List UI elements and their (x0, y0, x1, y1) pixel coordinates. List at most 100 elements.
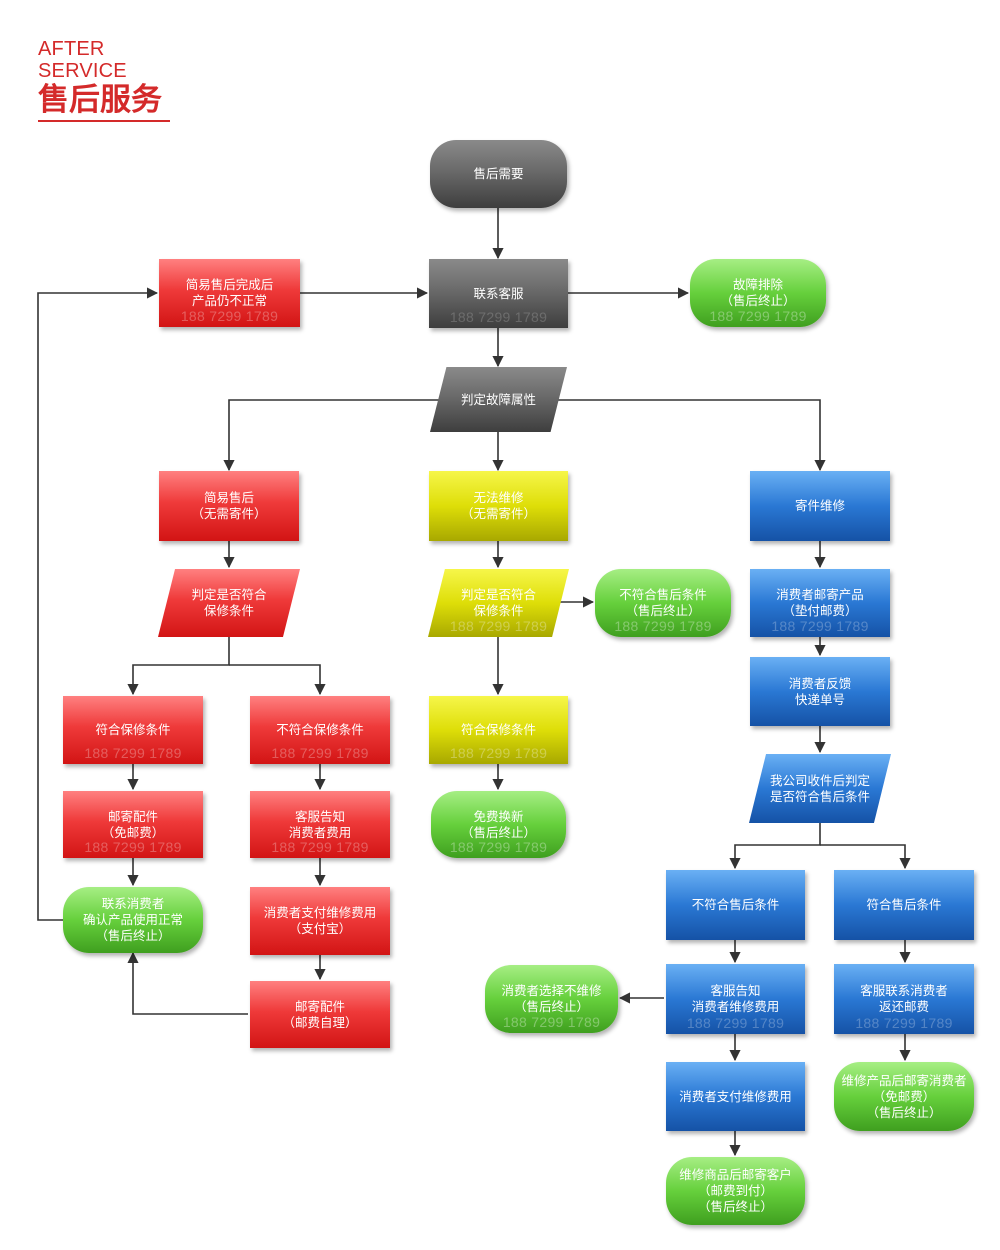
node-label: 我公司收件后判定 (769, 772, 870, 788)
node-label: 保修条件 (203, 603, 254, 618)
node-label: 保修条件 (473, 603, 524, 618)
node-label: （邮费到付） (697, 1183, 773, 1198)
node-label: 产品仍不正常 (191, 293, 267, 308)
phone-watermark: 188 7299 1789 (686, 1015, 785, 1031)
edge-mailself-confirm (127, 951, 248, 1015)
node-label: （支付宝） (288, 921, 352, 936)
node-pay-alipay: 消费者支付维修费用（支付宝） (250, 887, 390, 955)
node-label: 维修商品后邮寄客户 (679, 1167, 792, 1182)
node-label: 不符合保修条件 (276, 722, 364, 737)
node-label: 消费者支付维修费用 (679, 1088, 792, 1104)
phone-watermark: 188 7299 1789 (614, 618, 712, 634)
node-label: 维修产品后邮寄消费者 (841, 1072, 967, 1088)
node-label: （售后终止） (460, 824, 536, 840)
node-pay-right: 消费者支付维修费用 (666, 1062, 805, 1131)
node-judge-fault: 判定故障属性 (430, 367, 567, 432)
node-label: 消费者支付维修费用 (263, 905, 377, 920)
node-label: 不符合售后条件 (691, 897, 780, 912)
phone-watermark: 188 7299 1789 (855, 1015, 953, 1031)
node-mail-parts-self: 邮寄配件（邮费自理） (250, 981, 390, 1048)
node-mail-parts-free: 邮寄配件（免邮费） 188 7299 1789 (63, 791, 203, 858)
node-label: 符合保修条件 (460, 722, 536, 737)
edge-judge-split-left (223, 399, 440, 472)
node-label: 寄件维修 (794, 498, 845, 513)
node-label: 消费者邮寄产品 (776, 587, 864, 602)
node-label: （垫付邮费） (782, 603, 858, 618)
node-label: 返还邮费 (878, 999, 929, 1014)
node-meet-left: 符合保修条件 188 7299 1789 (63, 696, 203, 764)
node-notify-fee-right: 客服告知消费者维修费用 188 7299 1789 (666, 964, 805, 1034)
node-after-sale-need: 售后需要 (430, 140, 567, 208)
node-label: 快递单号 (794, 691, 845, 707)
node-label: （无需寄件） (191, 506, 267, 521)
node-judge-warranty-mid: 判定是否符合保修条件 188 7299 1789 (428, 569, 569, 637)
node-label: 简易售后完成后 (185, 277, 274, 292)
phone-watermark: 188 7299 1789 (771, 618, 869, 634)
node-label: 售后需要 (473, 166, 524, 181)
node-not-meet-right: 不符合售后条件 (666, 870, 805, 940)
phone-watermark: 188 7299 1789 (449, 309, 548, 325)
node-feedback: 消费者反馈快递单号 (750, 657, 890, 726)
node-label: 消费者反馈 (788, 675, 852, 691)
node-label: （售后终止） (866, 1104, 942, 1120)
node-label: 消费者选择不维修 (501, 983, 602, 998)
edge-judge-split-right (555, 399, 826, 472)
edge-judger-split-l (729, 823, 821, 870)
node-label: （售后终止） (720, 293, 796, 308)
node-no-repair: 消费者选择不维修（售后终止） 188 7299 1789 (485, 965, 618, 1033)
node-label: 邮寄配件 (294, 998, 345, 1014)
node-label: 免费换新 (473, 808, 524, 824)
node-label: （免邮费） (872, 1088, 936, 1104)
node-label: 判定是否符合 (191, 587, 267, 602)
header: AFTER SERVICE 售后服务 (38, 38, 170, 122)
node-label: （售后终止） (95, 928, 171, 943)
node-label: 消费者维修费用 (691, 999, 780, 1014)
phone-watermark: 188 7299 1789 (84, 839, 182, 855)
node-label: 无法维修 (473, 490, 524, 505)
phone-watermark: 188 7299 1789 (180, 308, 279, 324)
node-label: 确认产品使用正常 (82, 912, 183, 927)
phone-watermark: 188 7299 1789 (449, 745, 548, 761)
node-label: 联系消费者 (101, 896, 165, 911)
node-judge-warranty-left: 判定是否符合保修条件 (158, 569, 300, 637)
node-judge-right: 我公司收件后判定是否符合售后条件 (749, 754, 891, 823)
node-label: （售后终止） (625, 603, 701, 618)
phone-watermark: 188 7299 1789 (502, 1014, 601, 1030)
edge-judgel-split-r (229, 664, 326, 696)
phone-watermark: 188 7299 1789 (709, 308, 807, 324)
node-label: 邮寄配件 (107, 808, 158, 824)
node-label: 符合售后条件 (866, 897, 942, 912)
node-return-fee: 客服联系消费者返还邮费 188 7299 1789 (834, 964, 974, 1034)
node-simple-fail: 简易售后完成后产品仍不正常 188 7299 1789 (159, 259, 300, 327)
node-contact-service: 联系客服 188 7299 1789 (429, 259, 568, 328)
node-label: 判定是否符合 (460, 587, 536, 602)
edge-confirm-loop (37, 287, 159, 921)
phone-watermark: 188 7299 1789 (271, 745, 369, 761)
header-chinese-title: 售后服务 (38, 82, 170, 122)
node-label: 是否符合售后条件 (769, 788, 870, 804)
node-label: 客服联系消费者 (860, 983, 948, 998)
phone-watermark: 188 7299 1789 (449, 839, 548, 855)
node-label: （邮费自理） (282, 1014, 358, 1030)
node-label: 客服告知 (710, 983, 761, 998)
node-confirm-normal: 联系消费者确认产品使用正常（售后终止） (63, 887, 203, 953)
node-free-swap: 免费换新（售后终止） 188 7299 1789 (431, 791, 566, 858)
header-english-title: AFTER SERVICE (38, 38, 127, 82)
node-after-repair-free: 维修产品后邮寄消费者（免邮费）（售后终止） (834, 1062, 974, 1131)
node-meet-mid: 符合保修条件 188 7299 1789 (429, 696, 568, 764)
node-meet-right: 符合售后条件 (834, 870, 974, 940)
node-label: 符合保修条件 (95, 722, 171, 737)
node-consumer-mail: 消费者邮寄产品（垫付邮费） 188 7299 1789 (750, 569, 890, 637)
phone-watermark: 188 7299 1789 (84, 745, 182, 761)
edge-judgel-split (127, 637, 230, 696)
node-label: （无需寄件） (460, 506, 536, 521)
node-label: （售后终止） (513, 999, 589, 1014)
node-label: 判定故障属性 (460, 391, 536, 407)
node-label: （免邮费） (101, 824, 165, 840)
node-label: 简易售后 (203, 490, 254, 505)
node-notify-fee-left: 客服告知消费者费用 188 7299 1789 (250, 791, 390, 858)
node-after-repair-cod: 维修商品后邮寄客户（邮费到付）（售后终止） (666, 1157, 805, 1225)
node-label: （售后终止） (697, 1199, 773, 1214)
node-label: 客服告知 (294, 808, 345, 824)
